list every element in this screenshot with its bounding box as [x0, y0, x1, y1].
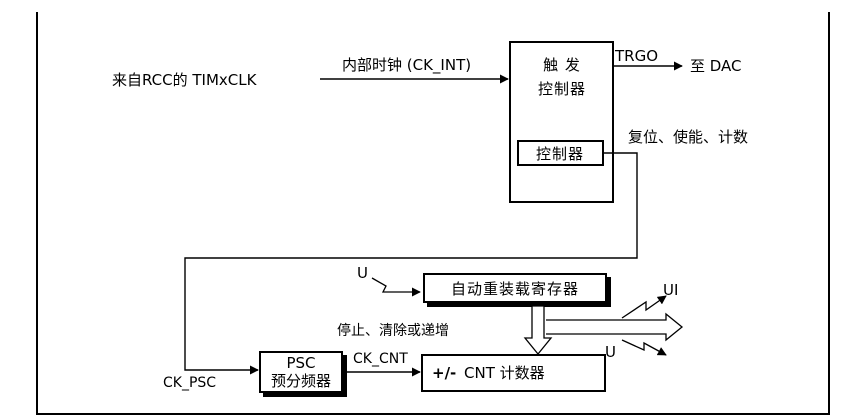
psc-label-line1: PSC	[286, 354, 315, 372]
trigger-controller-line1: 触 发	[543, 56, 581, 74]
to-dac-label: 至 DAC	[690, 57, 742, 75]
ck-cnt-label: CK_CNT	[353, 351, 408, 367]
cnt-sign-label: +/-	[432, 364, 456, 382]
outer-frame	[36, 12, 830, 415]
ui-label: UI	[663, 281, 678, 299]
ui-interrupt-arrow	[621, 295, 667, 319]
reset-enable-count-label: 复位、使能、计数	[628, 128, 748, 146]
trigger-controller-line2: 控制器	[538, 80, 586, 98]
u-event-right-arrow	[621, 339, 667, 356]
cnt-counter-label: CNT 计数器	[464, 364, 545, 382]
u-event-left-arrow	[371, 277, 421, 297]
internal-clock-label: 内部时钟 (CK_INT)	[342, 56, 471, 75]
update-hollow-arrow	[546, 312, 684, 342]
ck-psc-label: CK_PSC	[163, 375, 216, 391]
trgo-label: TRGO	[614, 47, 658, 65]
u-event-right-label: U	[605, 343, 616, 361]
cnt-counter-block	[421, 354, 606, 392]
controller-label: 控制器	[536, 145, 584, 163]
u-event-left-label: U	[357, 264, 368, 282]
psc-label-line2: 预分频器	[271, 372, 331, 390]
trigger-controller-block	[509, 41, 614, 203]
stop-clear-label: 停止、清除或递增	[337, 322, 449, 339]
control-to-psc-line	[184, 152, 638, 375]
auto-reload-register-block	[423, 273, 607, 303]
input-source-label: 来自RCC的 TIMxCLK	[112, 71, 258, 89]
auto-reload-register-label: 自动重装载寄存器	[451, 280, 579, 298]
arr-to-cnt-hollow-arrow	[523, 305, 553, 356]
psc-prescaler-block	[259, 351, 343, 393]
